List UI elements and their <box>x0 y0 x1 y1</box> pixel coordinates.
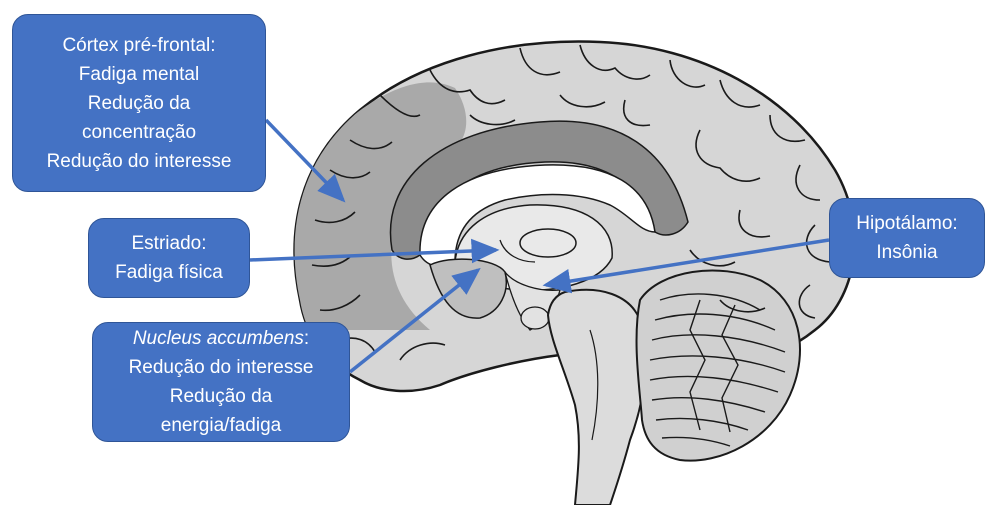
callout-line: Redução do interesse <box>128 357 314 378</box>
callout-hypothalamus: Hipotálamo: Insônia <box>829 198 985 278</box>
brain-sagittal-illustration <box>293 40 856 505</box>
thalamus-core <box>519 228 577 258</box>
arrow-prefrontal <box>264 118 346 203</box>
callout-title-suffix: : <box>303 328 310 349</box>
callout-title: Córtex pré-frontal: <box>62 34 216 56</box>
prefrontal-highlight <box>294 82 467 330</box>
callout-line: concentração <box>81 121 197 143</box>
callout-line: Fadiga física <box>115 262 223 283</box>
arrow-accumbens <box>348 267 481 374</box>
cortical-sulci <box>311 44 831 361</box>
callout-nucleus-accumbens: Nucleus accumbens: Redução do interesse … <box>92 322 350 442</box>
callout-line: Redução da <box>169 386 273 407</box>
arrows <box>249 118 830 374</box>
cerebellum <box>635 269 801 462</box>
callout-title: Nucleus accumbens: <box>133 324 309 353</box>
callout-line: Redução do interesse <box>46 150 232 172</box>
callout-title: Hipotálamo: <box>856 213 958 234</box>
pituitary <box>520 306 550 330</box>
callout-title: Estriado: <box>131 233 207 254</box>
callout-title-italic: Nucleus accumbens <box>132 328 304 349</box>
callout-line: Insônia <box>876 242 938 263</box>
callout-prefrontal-cortex: Córtex pré-frontal: Fadiga mental Reduçã… <box>12 14 266 192</box>
callout-line: Fadiga mental <box>78 63 200 85</box>
callout-striatum: Estriado: Fadiga física <box>88 218 250 298</box>
cerebellum-folia <box>649 293 786 447</box>
arrow-hypothalamus <box>542 238 830 294</box>
callout-line: energia/fadiga <box>160 415 282 436</box>
arrow-striatum <box>249 238 500 264</box>
brainstem <box>546 288 647 505</box>
corpus-callosum <box>419 164 656 268</box>
callout-line: Redução da <box>87 92 191 114</box>
